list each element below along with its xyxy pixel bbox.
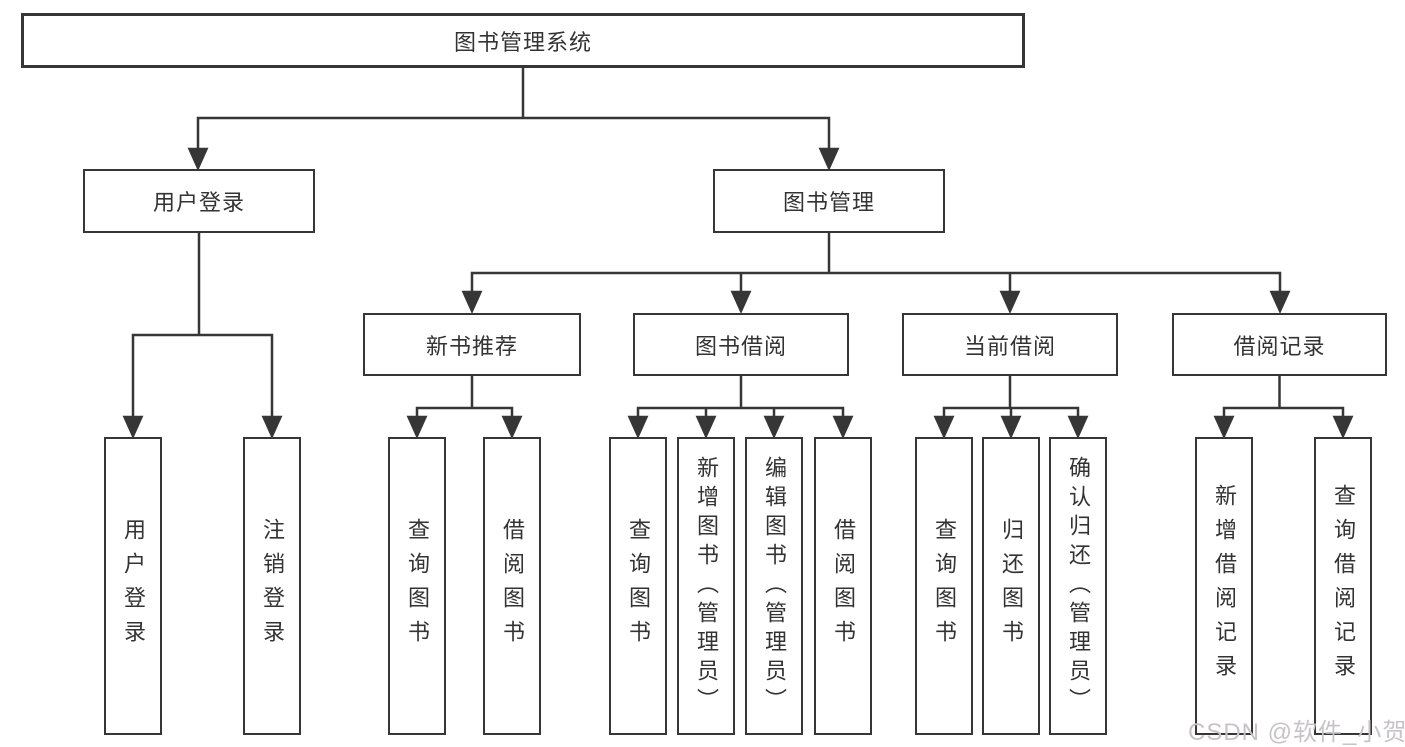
leaf-current-return-books: 归还图书 <box>982 437 1040 735</box>
leaf-records-add-borrow-record: 新增借阅记录 <box>1195 437 1253 735</box>
leaf-current-query-books: 查询图书 <box>915 437 973 735</box>
leaf-records-query-borrow-record: 查询借阅记录 <box>1314 437 1372 735</box>
node-current-borrowing: 当前借阅 <box>902 313 1118 376</box>
leaf-logout: 注销登录 <box>243 437 301 735</box>
node-book-management: 图书管理 <box>713 169 945 233</box>
node-book-borrowing: 图书借阅 <box>633 313 849 376</box>
leaf-borrow-edit-books-admin: 编辑图书（管理员） <box>745 437 803 735</box>
node-new-book-recommendation: 新书推荐 <box>363 313 581 376</box>
leaf-borrow-query-books: 查询图书 <box>609 437 667 735</box>
csdn-watermark: CSDN @软件_小贺同学 <box>1188 719 1405 746</box>
leaf-recommend-query-books: 查询图书 <box>388 437 446 735</box>
node-user-login: 用户登录 <box>83 169 315 233</box>
leaf-current-confirm-return-admin: 确认归还（管理员） <box>1049 437 1107 735</box>
connector-userlogin-bar <box>131 333 274 420</box>
leaf-recommend-borrow-books: 借阅图书 <box>483 437 541 735</box>
connector-level3-bar <box>470 271 1282 295</box>
connector-level2-bar <box>196 116 831 151</box>
leaf-borrow-add-books-admin: 新增图书（管理员） <box>677 437 735 735</box>
leaf-borrow-borrow-books: 借阅图书 <box>814 437 872 735</box>
leaf-user-login: 用户登录 <box>104 437 162 735</box>
node-borrowing-records: 借阅记录 <box>1172 313 1387 376</box>
node-library-management-system: 图书管理系统 <box>21 13 1025 68</box>
